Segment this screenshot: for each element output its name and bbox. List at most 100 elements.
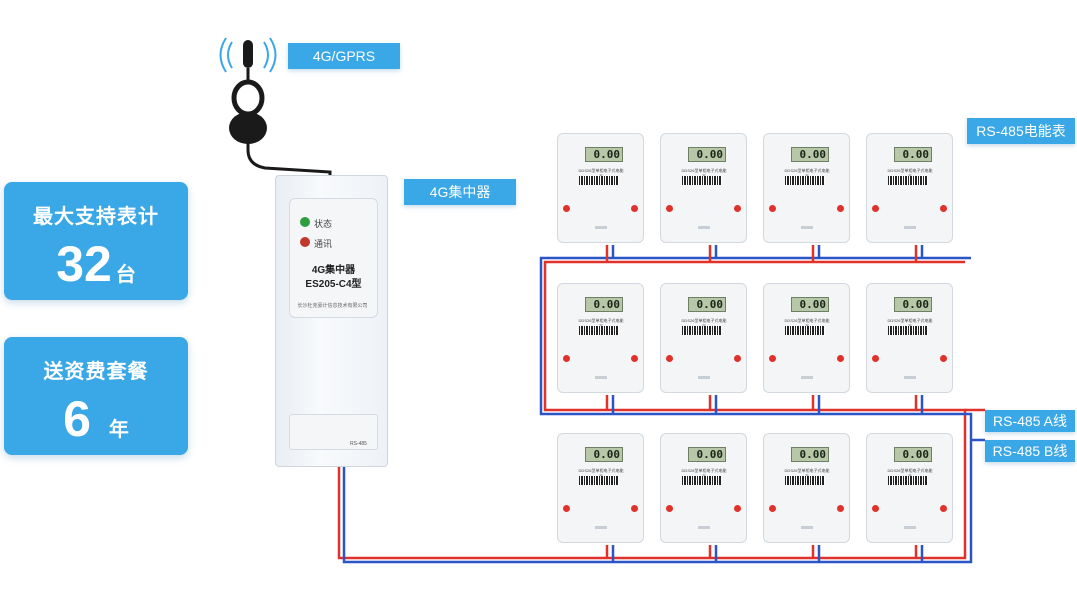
electric-meter: 0.00DDS26型单相电子式电能表 [866, 283, 953, 393]
terminal-screw-icon [872, 205, 879, 212]
terminal-screw-icon [734, 355, 741, 362]
barcode-icon [888, 176, 928, 185]
electric-meter: 0.00DDS26型单相电子式电能表 [660, 283, 747, 393]
max-meters-title: 最大支持表计 [33, 206, 159, 228]
terminal-screw-icon [837, 505, 844, 512]
barcode-icon [682, 176, 722, 185]
meter-reading: 0.00 [894, 447, 932, 462]
line-a-tag: RS-485 A线 [985, 410, 1075, 432]
meter-foot [698, 226, 710, 229]
terminal-screw-icon [769, 205, 776, 212]
signal-waves-icon [219, 37, 277, 73]
electric-meter: 0.00DDS26型单相电子式电能表 [660, 433, 747, 543]
comm-led-icon [300, 237, 310, 247]
electric-meter: 0.00DDS26型单相电子式电能表 [866, 133, 953, 243]
barcode-icon [888, 326, 928, 335]
concentrator-device: 状态 通讯 4G集中器 ES205-C4型 长沙杜克豪计信息技术有限公司 RS-… [275, 175, 388, 467]
barcode-icon [682, 326, 722, 335]
meter-reading: 0.00 [791, 297, 829, 312]
meter-reading: 0.00 [585, 447, 623, 462]
meter-reading: 0.00 [688, 447, 726, 462]
barcode-icon [579, 176, 619, 185]
terminal-screw-icon [837, 355, 844, 362]
meter-foot [595, 376, 607, 379]
network-tag: 4G/GPRS [288, 43, 400, 69]
meter-foot [698, 526, 710, 529]
wire-b-main [342, 256, 973, 564]
terminal-screw-icon [837, 205, 844, 212]
barcode-icon [785, 476, 825, 485]
meter-reading: 0.00 [894, 297, 932, 312]
terminal-screw-icon [563, 205, 570, 212]
terminal-screw-icon [734, 205, 741, 212]
device-model: ES205-C4型 [305, 279, 362, 290]
wire-a-drops-1 [605, 245, 918, 262]
meter-reading: 0.00 [585, 147, 623, 162]
terminal-screw-icon [631, 505, 638, 512]
max-meters-value: 32 [56, 236, 112, 292]
meter-foot [904, 376, 916, 379]
barcode-icon [785, 176, 825, 185]
device-terminal: RS-485 [289, 414, 378, 450]
terminal-screw-icon [940, 205, 947, 212]
terminal-screw-icon [631, 355, 638, 362]
meter-foot [801, 526, 813, 529]
max-meters-unit: 台 [115, 264, 136, 286]
meter-foot [801, 376, 813, 379]
terminal-screw-icon [940, 355, 947, 362]
line-b-tag: RS-485 B线 [985, 440, 1075, 462]
device-panel: 状态 通讯 4G集中器 ES205-C4型 [289, 198, 378, 318]
status-label: 状态 [314, 219, 333, 229]
meter-foot [698, 376, 710, 379]
wire-b-drops-2 [611, 395, 924, 414]
terminal-screw-icon [563, 355, 570, 362]
terminal-screw-icon [872, 355, 879, 362]
free-plan-title: 送资费套餐 [43, 361, 149, 383]
barcode-icon [682, 476, 722, 485]
meter-foot [595, 526, 607, 529]
free-plan-value: 6 [63, 391, 91, 447]
terminal-screw-icon [734, 505, 741, 512]
barcode-icon [888, 476, 928, 485]
barcode-icon [785, 326, 825, 335]
electric-meter: 0.00DDS26型单相电子式电能表 [763, 133, 850, 243]
meter-reading: 0.00 [791, 447, 829, 462]
meter-body [763, 433, 850, 543]
comm-label: 通讯 [314, 239, 333, 249]
device-name: 4G集中器 [311, 265, 356, 276]
meter-reading: 0.00 [688, 297, 726, 312]
terminal-screw-icon [666, 205, 673, 212]
electric-meter: 0.00DDS26型单相电子式电能表 [866, 433, 953, 543]
meter-foot [595, 226, 607, 229]
terminal-screw-icon [666, 505, 673, 512]
barcode-icon [579, 326, 619, 335]
barcode-icon [579, 476, 619, 485]
meter-reading: 0.00 [585, 297, 623, 312]
antenna [219, 37, 332, 180]
electric-meter: 0.00DDS26型单相电子式电能表 [763, 283, 850, 393]
meter-foot [904, 226, 916, 229]
terminal-screw-icon [666, 355, 673, 362]
electric-meter: 0.00DDS26型单相电子式电能表 [557, 283, 644, 393]
rs485-wiring [337, 245, 985, 564]
status-led-icon [300, 217, 310, 227]
electric-meter: 0.00DDS26型单相电子式电能表 [557, 433, 644, 543]
terminal-screw-icon [769, 355, 776, 362]
meter-reading: 0.00 [894, 147, 932, 162]
meter-foot [801, 226, 813, 229]
concentrator-tag: 4G集中器 [404, 179, 516, 205]
device-maker: 长沙杜克豪计信息技术有限公司 [297, 303, 368, 309]
wire-a-drops-2 [605, 395, 918, 410]
terminal-screw-icon [872, 505, 879, 512]
free-plan-unit: 年 [108, 419, 129, 441]
wire-a-drops-3 [605, 545, 918, 558]
meter-foot [904, 526, 916, 529]
wire-b-drops-1 [611, 245, 924, 258]
meter-reading: 0.00 [791, 147, 829, 162]
terminal-label-rs485: RS-485 [350, 441, 367, 447]
electric-meter: 0.00DDS26型单相电子式电能表 [763, 433, 850, 543]
wire-b-drops-3 [611, 545, 924, 562]
